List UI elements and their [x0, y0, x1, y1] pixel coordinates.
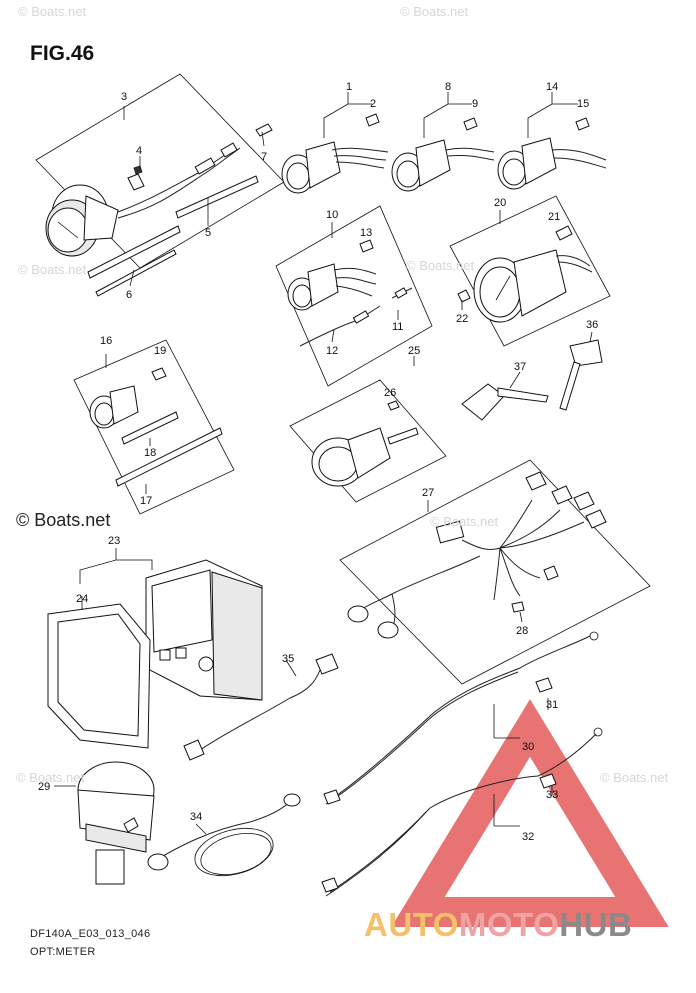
watermark-center: © Boats.net — [430, 514, 499, 529]
callout-35: 35 — [282, 653, 294, 665]
brand-wordmark: AUTOMOTOHUB — [364, 906, 632, 944]
callout-28: 28 — [516, 625, 528, 637]
callout-22: 22 — [456, 313, 468, 325]
callout-30: 30 — [522, 741, 534, 753]
cable-part-35 — [183, 653, 339, 761]
watermark-lower-right: © Boats.net — [600, 770, 669, 785]
callout-11: 11 — [392, 321, 403, 333]
callout-10: 10 — [326, 209, 338, 221]
callout-15: 15 — [577, 98, 589, 110]
callout-1: 1 — [346, 81, 352, 93]
brand-part-hub: HUB — [559, 906, 633, 943]
callout-16: 16 — [100, 335, 112, 347]
rod-part-6 — [87, 225, 181, 297]
callout-20: 20 — [494, 197, 506, 209]
group-box-27 — [339, 459, 651, 685]
group-box-10 — [275, 205, 433, 387]
watermark-lower-left: © Boats.net — [16, 770, 85, 785]
callout-37: 37 — [514, 361, 526, 373]
callout-13: 13 — [360, 227, 372, 239]
callout-6: 6 — [126, 289, 132, 301]
callout-36: 36 — [586, 319, 598, 331]
gauge-part-14 — [497, 92, 607, 190]
display-part-23 — [79, 548, 263, 701]
callout-14: 14 — [546, 81, 558, 93]
callout-8: 8 — [445, 81, 451, 93]
callout-18: 18 — [144, 447, 156, 459]
callout-29: 29 — [38, 781, 50, 793]
callout-26: 26 — [384, 387, 396, 399]
callout-7: 7 — [261, 151, 267, 163]
callout-21: 21 — [548, 211, 560, 223]
brand-part-auto: AUTO — [364, 906, 459, 943]
callout-4: 4 — [136, 145, 142, 157]
callout-24: 24 — [76, 593, 88, 605]
callout-9: 9 — [472, 98, 478, 110]
group-box-20 — [449, 195, 611, 347]
watermark-top-right: © Boats.net — [400, 4, 469, 19]
callout-33: 33 — [546, 789, 558, 801]
watermark-top-left: © Boats.net — [18, 4, 87, 19]
watermark-bold: © Boats.net — [16, 510, 111, 530]
gauge-part-8 — [391, 92, 495, 192]
brand-part-moto: MOTO — [458, 906, 560, 943]
figure-code: DF140A_E03_013_046 — [30, 928, 151, 940]
lever-part-37 — [461, 371, 549, 421]
bezel-part-24 — [47, 596, 151, 749]
group-box-25 — [289, 356, 447, 503]
callout-19: 19 — [154, 345, 166, 357]
callout-2: 2 — [370, 98, 376, 110]
cable-part-32 — [321, 727, 603, 897]
callout-labels: 1 2 3 4 5 6 7 8 9 10 11 12 13 14 15 16 1… — [38, 81, 598, 843]
callout-17: 17 — [140, 495, 152, 507]
callout-12: 12 — [326, 345, 338, 357]
group-box-16 — [73, 339, 235, 515]
callout-27: 27 — [422, 487, 434, 499]
callout-23: 23 — [108, 535, 120, 547]
callout-34: 34 — [190, 811, 202, 823]
callout-3: 3 — [121, 91, 127, 103]
figure-caption: OPT:METER — [30, 946, 96, 958]
callout-31: 31 — [546, 699, 558, 711]
brand-triangle-logo — [391, 699, 669, 927]
callout-25: 25 — [408, 345, 420, 357]
figure-title: FIG.46 — [30, 42, 95, 65]
watermark-mid-right: © Boats.net — [406, 258, 475, 273]
lever-part-36 — [559, 331, 603, 411]
callout-5: 5 — [205, 227, 211, 239]
sensor-part-29 — [54, 761, 155, 885]
cable-part-34 — [147, 793, 301, 877]
gauge-part-3 — [45, 123, 273, 257]
gauge-part-1 — [281, 92, 389, 194]
watermark-mid-left: © Boats.net — [18, 262, 87, 277]
cable-part-30 — [323, 631, 599, 805]
callout-32: 32 — [522, 831, 534, 843]
rod-part-5 — [175, 175, 259, 219]
